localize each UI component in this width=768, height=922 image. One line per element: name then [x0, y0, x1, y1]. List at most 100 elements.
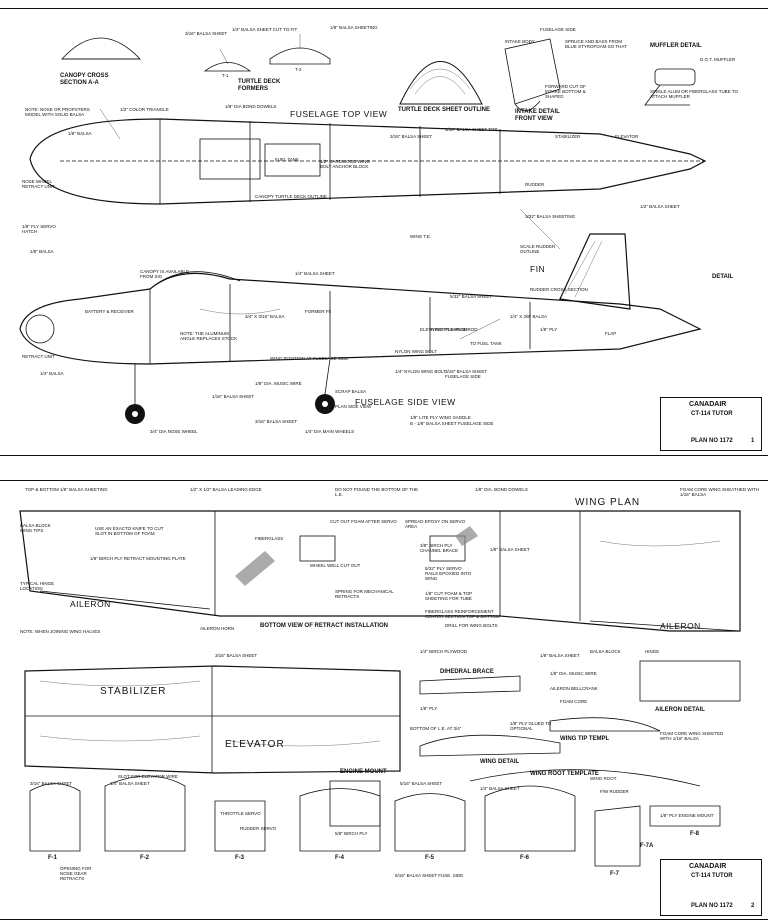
label-9: SINGLE ALUM OR FIBERGLASS TUBE TO ATTACH… — [650, 89, 739, 100]
canopy-cross-section — [61, 37, 141, 60]
label-57: B - 1/8" BALSA SHEET FUSELAGE SIDE — [410, 421, 494, 426]
s2-label-14: 5/32" PLY SERVO RAILS EPOXIED INTO WING — [425, 566, 472, 582]
wing-plan-outline — [19, 510, 741, 632]
label-32: TO FUEL TANK — [470, 341, 502, 346]
label-33: RUDDER CROSS SECTION — [530, 287, 588, 292]
label-28: CANOPY IS AVAILABLE FROM SIG — [140, 269, 190, 280]
muffler-detail-title: MUFFLER DETAIL — [650, 43, 702, 49]
plan-number: PLAN NO 1172 — [691, 438, 733, 444]
label-26: SCALE RUDDER OUTLINE — [520, 244, 556, 255]
s2-label-40: RUDDER SERVO — [240, 826, 277, 831]
label-42: THROTTLE PUSHROD — [430, 327, 478, 332]
plan-number-2: PLAN NO 1172 — [691, 903, 733, 909]
label-53: 1/4" DIA MAIN WHEELS — [305, 429, 355, 434]
former-f7a-label: F-7A — [640, 843, 654, 849]
wing-plan-title: WING PLAN — [575, 497, 641, 508]
s2-label-30: HINGE — [645, 649, 660, 654]
s2-label-20: DRILL FOR WING BOLTS — [445, 623, 498, 628]
label-37: NYLON WING BOLT — [395, 349, 437, 354]
s2-label-11: SPREAD EPOXY ON SERVO AREA — [405, 519, 466, 530]
s2-label-1: TOP & BOTTOM 1/8" BALSA SHEETING — [25, 487, 108, 492]
turtle-deck-outline — [399, 61, 483, 105]
former-f7 — [594, 805, 641, 867]
label-51: 1/4" BALSA — [40, 371, 64, 376]
aileron-left-title: AILERON — [70, 599, 111, 609]
former-f1-label: F-1 — [48, 855, 57, 861]
former-f2-label: F-2 — [140, 855, 149, 861]
label-55: PLAN SIDE VIEW — [335, 404, 372, 409]
s2-label-4: 1/8" DIA. BOND DOWELS — [475, 487, 528, 492]
s2-label-26: BALSA BLOCK — [590, 649, 621, 654]
s2-label-3: DO NOT POUND THE BOTTOM OF THE L.E. — [335, 487, 419, 498]
engine-mount-title: ENGINE MOUNT — [340, 769, 387, 775]
label-17: 1/2" HARDWOOD WING BOLT ANCHOR BLOCK — [320, 159, 370, 170]
aileron-right-title: AILERON — [660, 621, 701, 631]
former-f5 — [394, 793, 466, 852]
label-45: 1/4" BALSA SHEET — [295, 271, 335, 276]
label-34: 1/4" X 3/8" BALSA — [510, 314, 547, 319]
label-47: FLAP — [605, 331, 617, 336]
label-12: 1/2" COLOR TRIANGLE — [120, 107, 169, 112]
title-block-model-2: CT-114 TUTOR — [691, 873, 733, 879]
s2-label-47: FOAM CORE WING SHEETED WITH 1/16" BALSA — [660, 731, 724, 742]
s2-label-8: 1/8" BIRCH PLY RETRACT MOUNTING PLATE — [90, 556, 186, 561]
sheet2-drawing — [19, 510, 741, 867]
s2-label-27: 1/8" DIA. MUSIC WIRE — [550, 671, 597, 676]
retract-well-right — [429, 535, 466, 562]
former-f3-label: F-3 — [235, 855, 244, 861]
former-t2 — [269, 47, 331, 65]
s2-label-33: BOTTOM OF L.E. AT 3/4" — [410, 726, 462, 731]
s2-label-23: 3/16" BALSA SHEET — [215, 653, 258, 658]
label-49: 3/16" BALSA SHEET FUSELAGE SIDE — [445, 369, 488, 380]
s2-label-43: OPENING FOR NOSE GEAR RETRACTS — [60, 866, 92, 882]
title-block-name-2: CANADAIR — [689, 863, 727, 870]
aileron-detail-box — [639, 660, 741, 702]
label-15: CANOPY TURTLE DECK OUTLINE — [255, 194, 328, 199]
s2-label-45: F/W RUDDER — [600, 789, 629, 794]
label-8: D.O.T. MUFFLER — [700, 57, 736, 62]
title-block-sheet2: CANADAIR CT-114 TUTOR PLAN NO 1172 2 — [660, 859, 762, 916]
retract-well-left — [299, 535, 336, 562]
s2-label-10: CUT OUT FOAM AFTER SERVO — [330, 519, 397, 524]
label-27: 1/8" BALSA — [30, 249, 54, 254]
dihedral-brace-title: DIHEDRAL BRACE — [440, 669, 494, 675]
former-t1 — [203, 62, 252, 72]
s2-label-15: 1/8" CUT FOAM & TOP SHEETING FOR TUBE — [425, 591, 473, 602]
label-14: NOSE WHEEL RETRACT UNIT — [22, 179, 55, 190]
bottom-view-title: BOTTOM VIEW OF RETRACT INSTALLATION — [260, 623, 388, 629]
stabilizer-title: STABILIZER — [100, 686, 167, 697]
label-19: 5/16" BALSA SHEET TOP — [445, 127, 498, 132]
intake-detail-title: INTAKE DETAIL FRONT VIEW — [515, 109, 560, 122]
aileron-detail-title: AILERON DETAIL — [655, 707, 705, 713]
label-46: SCRAP BALSA — [335, 389, 367, 394]
label-13: 1/8" BALSA — [68, 131, 92, 136]
fuselage-side-outline — [19, 272, 702, 365]
s2-label-21: TYPICAL HINGE LOCATION — [20, 581, 55, 592]
s2-label-28: AILERON BELLCRANK — [550, 686, 598, 691]
label-5: INTAKE BODY — [505, 39, 535, 44]
former-f5-label: F-5 — [425, 855, 434, 861]
s2-label-24: 1/4" BIRCH PLYWOOD — [420, 649, 468, 654]
engine-mount — [329, 780, 381, 827]
former-f6 — [484, 785, 576, 852]
s2-label-34: 1/8" PLY GLUED TO OPTIONAL — [510, 721, 552, 732]
label-50: 3/4" DIA NOSE WHEEL — [150, 429, 198, 434]
former-t1-label: T-1 — [222, 73, 229, 78]
s2-label-37: WING ROOT — [590, 776, 617, 781]
label-38: ELEVATOR PUSHROD — [420, 327, 468, 332]
label-6: SPRUCE AND BASS FROM BLUE STYROFOAM SO T… — [565, 39, 627, 50]
s2-label-31: SLOT FOR ELEVATOR WIRE — [118, 774, 178, 779]
s2-label-29: FOAM CORE — [560, 699, 588, 704]
label-25: WING T.E. — [410, 234, 432, 239]
s2-label-41: 5/8" BIRCH PLY — [335, 831, 368, 836]
s2-label-44: 5/16" BALSA SHEET FUSE. SIDE — [395, 873, 464, 878]
label-4: FUSELAGE SIDE — [540, 27, 576, 32]
sheet1-drawing — [19, 34, 707, 424]
muffler — [654, 68, 696, 86]
label-56: 1/8" LITE PLY WING SADDLE — [410, 415, 471, 420]
s2-label-17: SPRING FOR MECHANICAL RETRACTS — [335, 589, 394, 600]
label-1: 3/16" BALSA SHEET — [185, 31, 228, 36]
label-54: 3/16" BALSA SHEET — [255, 419, 298, 424]
former-f8-label: F-8 — [690, 831, 699, 837]
former-f8 — [649, 805, 721, 827]
